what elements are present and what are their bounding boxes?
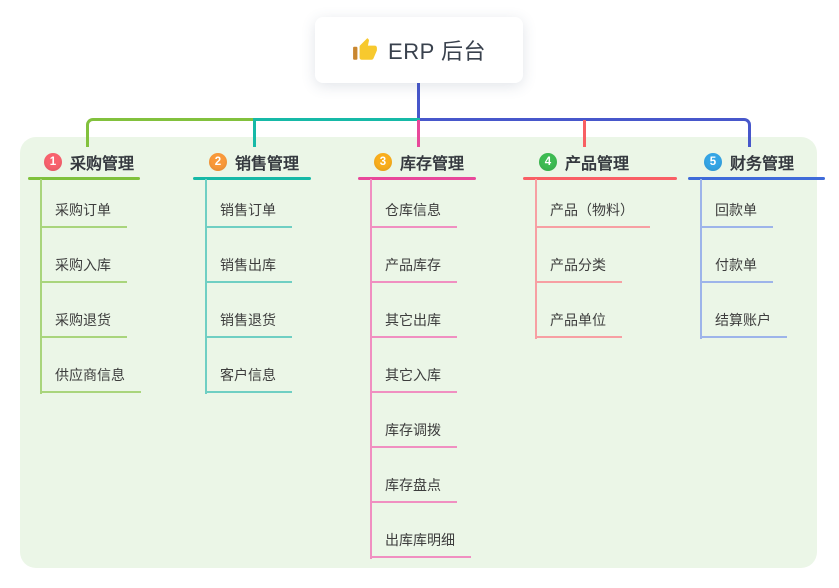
branch-5-number-badge-icon: 5 [704, 152, 722, 171]
connector-branch2-segment [253, 118, 420, 147]
child-node[interactable]: 采购退货 [40, 283, 127, 338]
branch-3: 3 库存管理仓库信息产品库存其它出库其它入库库存调拨库存盘点出库库明细 [358, 146, 533, 559]
child-node[interactable]: 结算账户 [700, 283, 787, 338]
child-node[interactable]: 其它入库 [370, 338, 457, 393]
child-node-label: 销售出库 [220, 257, 276, 273]
branch-4-number-badge-icon: 4 [539, 152, 557, 171]
connector-branch5-elbow [420, 118, 751, 147]
child-node-label: 采购订单 [55, 202, 111, 218]
child-node[interactable]: 销售订单 [205, 180, 292, 228]
child-node-label: 回款单 [715, 202, 757, 218]
branch-header-label: 销售管理 [235, 155, 300, 173]
branch-5: 5 财务管理回款单付款单结算账户 [688, 146, 839, 339]
child-node-label: 产品分类 [550, 257, 606, 273]
branch-2-number-badge-icon: 2 [209, 152, 227, 171]
branch-1-number-badge-icon: 1 [44, 152, 62, 171]
child-node-label: 采购入库 [55, 257, 111, 273]
child-node-label: 销售退货 [220, 312, 276, 328]
child-node-label: 销售订单 [220, 202, 276, 218]
child-node-label: 结算账户 [715, 312, 771, 328]
branch-children: 回款单付款单结算账户 [688, 180, 787, 338]
child-node[interactable]: 采购入库 [40, 228, 127, 283]
branch-5-header-node[interactable]: 5 财务管理 [688, 146, 839, 177]
branch-children: 销售订单销售出库销售退货客户信息 [193, 180, 292, 393]
child-node[interactable]: 销售出库 [205, 228, 292, 283]
child-node-label: 采购退货 [55, 312, 111, 328]
child-node[interactable]: 回款单 [700, 180, 773, 228]
branch-4-header-node[interactable]: 4 产品管理 [523, 146, 698, 177]
child-node[interactable]: 其它出库 [370, 283, 457, 338]
child-node-label: 产品库存 [385, 257, 441, 273]
connector-branch1-elbow [86, 118, 253, 147]
child-node-label: 产品单位 [550, 312, 606, 328]
branch-3-header-node[interactable]: 3 库存管理 [358, 146, 533, 177]
branch-children: 仓库信息产品库存其它出库其它入库库存调拨库存盘点出库库明细 [358, 180, 471, 558]
branch-spine-line [700, 179, 702, 339]
branch-spine-line [40, 179, 42, 394]
child-node-label: 出库库明细 [385, 532, 455, 548]
child-node-label: 其它入库 [385, 367, 441, 383]
child-node[interactable]: 库存调拨 [370, 393, 457, 448]
child-node[interactable]: 库存盘点 [370, 448, 457, 503]
branch-4: 4 产品管理产品（物料） 产品分类产品单位 [523, 146, 698, 339]
child-node[interactable]: 产品分类 [535, 228, 622, 283]
child-node-label: 库存盘点 [385, 477, 441, 493]
child-node[interactable]: 出库库明细 [370, 503, 471, 558]
branch-header-label: 产品管理 [565, 155, 630, 173]
child-node[interactable]: 付款单 [700, 228, 773, 283]
branches-background-panel [20, 137, 817, 568]
child-node-label: 供应商信息 [55, 367, 125, 383]
branch-header-underline [193, 177, 311, 180]
child-node[interactable]: 采购订单 [40, 180, 127, 228]
child-node[interactable]: 产品库存 [370, 228, 457, 283]
child-node[interactable]: 客户信息 [205, 338, 292, 393]
branch-1: 1 采购管理采购订单采购入库采购退货供应商信息 [28, 146, 203, 394]
root-connector-line [417, 82, 420, 119]
child-node-label: 产品（物料） [550, 202, 634, 218]
branch-header-underline [688, 177, 825, 180]
branch-children: 产品（物料） 产品分类产品单位 [523, 180, 650, 338]
child-node-label: 客户信息 [220, 367, 276, 383]
branch-header-underline [523, 177, 677, 180]
branch-3-number-badge-icon: 3 [374, 152, 392, 171]
branch-spine-line [370, 179, 372, 559]
child-node-label: 其它出库 [385, 312, 441, 328]
branch-2-header-node[interactable]: 2 销售管理 [193, 146, 368, 177]
branch-header-label: 采购管理 [70, 155, 135, 173]
child-node[interactable]: 仓库信息 [370, 180, 457, 228]
connector-branch4-drop [583, 120, 586, 147]
branch-1-header-node[interactable]: 1 采购管理 [28, 146, 203, 177]
root-node-label: ERP 后台 [388, 39, 486, 64]
child-node-label: 付款单 [715, 257, 757, 273]
connector-branch3-drop [417, 120, 420, 147]
branch-spine-line [205, 179, 207, 394]
child-node[interactable]: 产品单位 [535, 283, 622, 338]
branch-header-underline [28, 177, 140, 180]
child-node-label: 库存调拨 [385, 422, 441, 438]
branch-children: 采购订单采购入库采购退货供应商信息 [28, 180, 141, 393]
branch-header-underline [358, 177, 476, 180]
child-node-label: 仓库信息 [385, 202, 441, 218]
branch-header-label: 财务管理 [730, 155, 795, 173]
child-node[interactable]: 销售退货 [205, 283, 292, 338]
child-node[interactable]: 供应商信息 [40, 338, 141, 393]
branch-header-label: 库存管理 [400, 155, 465, 173]
branch-2: 2 销售管理销售订单销售出库销售退货客户信息 [193, 146, 368, 394]
branch-spine-line [535, 179, 537, 339]
thumbs-up-icon [352, 37, 378, 63]
root-node[interactable]: ERP 后台 [315, 17, 523, 83]
child-node[interactable]: 产品（物料） [535, 180, 650, 228]
